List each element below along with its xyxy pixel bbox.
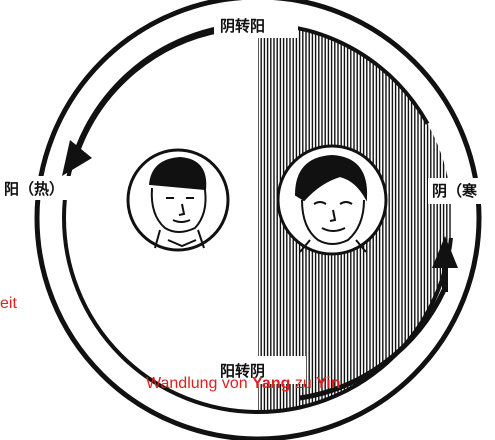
caption-yin: Yin bbox=[316, 375, 340, 392]
left-portrait bbox=[128, 150, 228, 250]
annotation-left-fragment: eit bbox=[0, 296, 17, 312]
caption: Wandlung von Yang zu Yin bbox=[146, 376, 340, 392]
label-yin-cold: 阴（寒 bbox=[432, 182, 478, 200]
right-portrait bbox=[278, 146, 386, 254]
label-yang-heat: 阳（热） bbox=[4, 180, 64, 198]
caption-prefix: Wandlung von bbox=[146, 375, 252, 392]
caption-mid: zu bbox=[290, 375, 316, 392]
arrow-arc-left bbox=[78, 30, 222, 150]
label-yin-to-yang: 阴转阳 bbox=[220, 17, 265, 35]
caption-yang: Yang bbox=[252, 375, 290, 392]
